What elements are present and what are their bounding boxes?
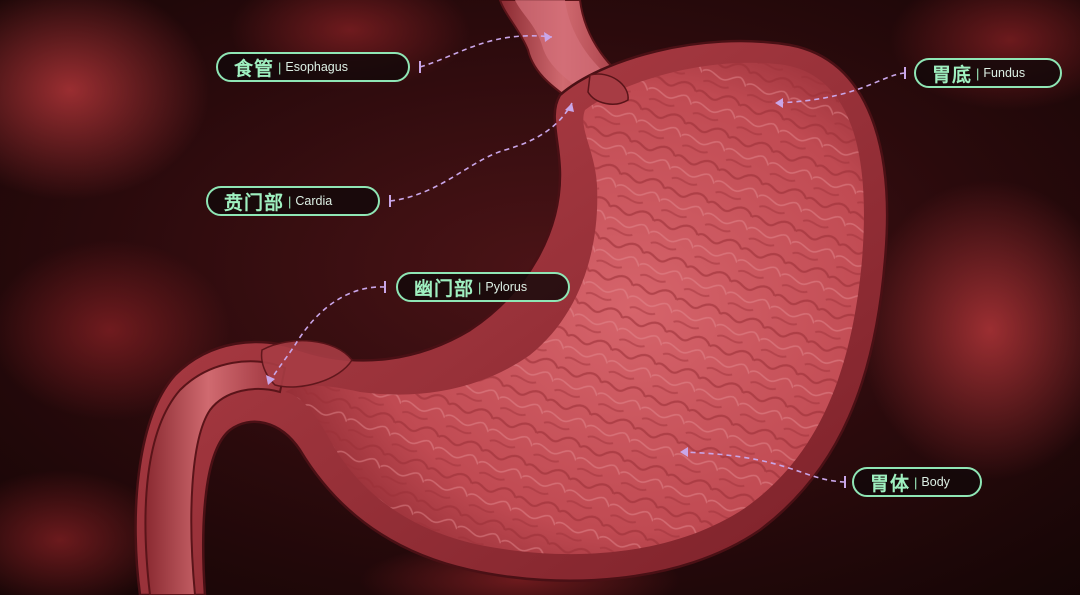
label-body: 胃体 | Body — [852, 467, 982, 497]
leader-esophagus — [419, 35, 553, 68]
label-separator: | — [478, 279, 482, 295]
leader-end-caps — [384, 61, 906, 488]
label-body-en: Body — [921, 475, 950, 489]
label-esophagus-en: Esophagus — [285, 60, 348, 74]
gastric-rugae — [285, 62, 864, 555]
leader-pylorus — [267, 286, 386, 386]
label-pylorus: 幽门部 | Pylorus — [396, 272, 570, 302]
pyloric-sphincter — [260, 340, 353, 388]
leader-arrowheads — [266, 32, 783, 457]
label-cardia-en: Cardia — [295, 194, 333, 208]
leader-lines — [267, 35, 906, 483]
leader-cardia — [389, 102, 573, 202]
label-separator: | — [976, 65, 980, 81]
label-cardia: 贲门部 | Cardia — [206, 186, 380, 216]
label-esophagus-cn: 食管 — [234, 57, 275, 80]
label-cardia-cn: 贲门部 — [224, 191, 285, 214]
label-pylorus-en: Pylorus — [485, 280, 528, 294]
label-separator: | — [288, 193, 292, 209]
label-pylorus-cn: 幽门部 — [414, 277, 475, 300]
label-esophagus: 食管 | Esophagus — [216, 52, 410, 82]
label-separator: | — [278, 59, 282, 75]
label-body-cn: 胃体 — [870, 472, 911, 495]
label-separator: | — [914, 474, 918, 490]
leader-fundus — [774, 72, 906, 104]
label-fundus-cn: 胃底 — [932, 63, 973, 86]
cardia-fold — [587, 73, 629, 105]
label-fundus-en: Fundus — [983, 66, 1026, 80]
label-fundus: 胃底 | Fundus — [914, 58, 1062, 88]
